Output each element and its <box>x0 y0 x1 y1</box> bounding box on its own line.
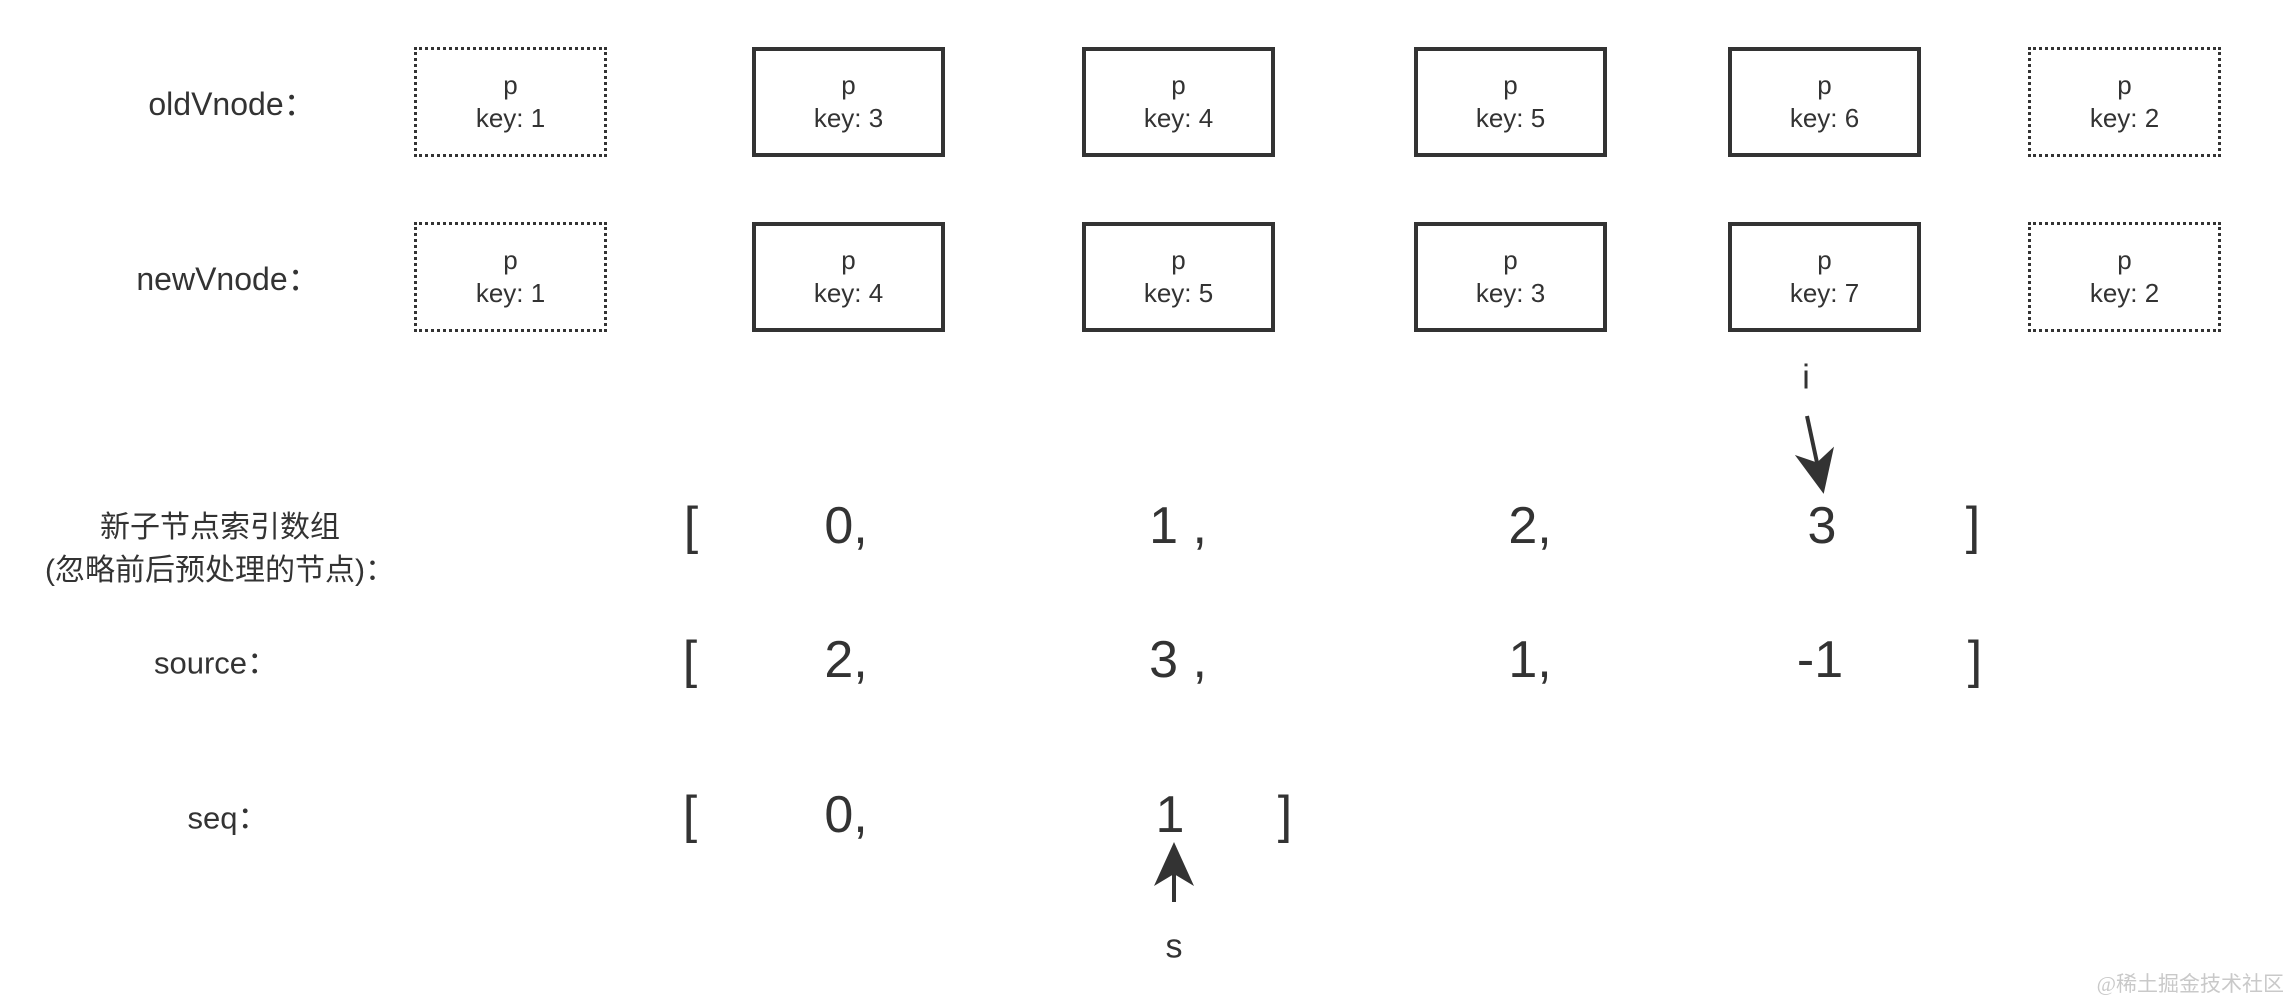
token-seq: ] <box>1277 786 1293 844</box>
token-new-index-array: 3 <box>1807 497 1837 555</box>
token-source: 1, <box>1508 631 1552 689</box>
vnode-key: key: 2 <box>2089 278 2160 308</box>
pointer-s-label: s <box>1165 927 1183 966</box>
token-source: [ <box>682 631 698 689</box>
vnode-key: key: 1 <box>475 103 546 133</box>
vnode-key: key: 6 <box>1789 103 1860 133</box>
watermark-text: @稀土掘金技术社区 <box>2096 972 2284 996</box>
token-new-index-array: ] <box>1965 497 1981 555</box>
vnode-tag: p <box>503 70 518 100</box>
i-pointer-arrow-icon <box>1794 415 1835 494</box>
vnode-tag: p <box>1817 70 1832 100</box>
token-new-index-array: [ <box>683 497 699 555</box>
vnode-tag: p <box>1171 70 1186 100</box>
pointer-i-label: i <box>1802 358 1810 397</box>
vnode-key: key: 5 <box>1475 103 1546 133</box>
token-new-index-array: 0, <box>824 497 868 555</box>
vnode-key: key: 2 <box>2089 103 2160 133</box>
token-new-index-array: 1 , <box>1149 497 1207 555</box>
newvnode-row-label: newVnode： <box>136 261 320 297</box>
vnode-key: key: 7 <box>1789 278 1860 308</box>
token-seq: [ <box>682 786 698 844</box>
vnode-tag: p <box>1171 245 1186 275</box>
new-index-array-label-line1: 新子节点索引数组 <box>99 511 340 544</box>
vnode-key: key: 5 <box>1143 278 1214 308</box>
token-new-index-array: 2, <box>1508 497 1552 555</box>
vnode-key: key: 1 <box>475 278 546 308</box>
source-row-label: source： <box>153 645 279 681</box>
seq-row-label: seq： <box>187 800 269 836</box>
vnode-key: key: 4 <box>1143 103 1214 133</box>
token-seq: 0, <box>824 786 868 844</box>
vnode-tag: p <box>503 245 518 275</box>
token-source: ] <box>1967 631 1983 689</box>
vnode-tag: p <box>2117 245 2132 275</box>
vnode-tag: p <box>1817 245 1832 275</box>
token-source: 3 , <box>1149 631 1207 689</box>
oldvnode-row-label: oldVnode： <box>148 86 316 122</box>
vnode-key: key: 3 <box>1475 278 1546 308</box>
token-source: 2, <box>824 631 868 689</box>
vnode-tag: p <box>841 70 856 100</box>
new-index-array-label-line2: (忽略前后预处理的节点)： <box>45 554 395 587</box>
vnode-tag: p <box>841 245 856 275</box>
new-index-array-label: 新子节点索引数组 (忽略前后预处理的节点)： <box>45 506 395 592</box>
vnode-tag: p <box>1503 70 1518 100</box>
vnode-tag: p <box>1503 245 1518 275</box>
vnode-key: key: 4 <box>813 278 884 308</box>
token-seq: 1 <box>1155 786 1185 844</box>
token-source: -1 <box>1796 631 1844 689</box>
vnode-tag: p <box>2117 70 2132 100</box>
vnode-key: key: 3 <box>813 103 884 133</box>
